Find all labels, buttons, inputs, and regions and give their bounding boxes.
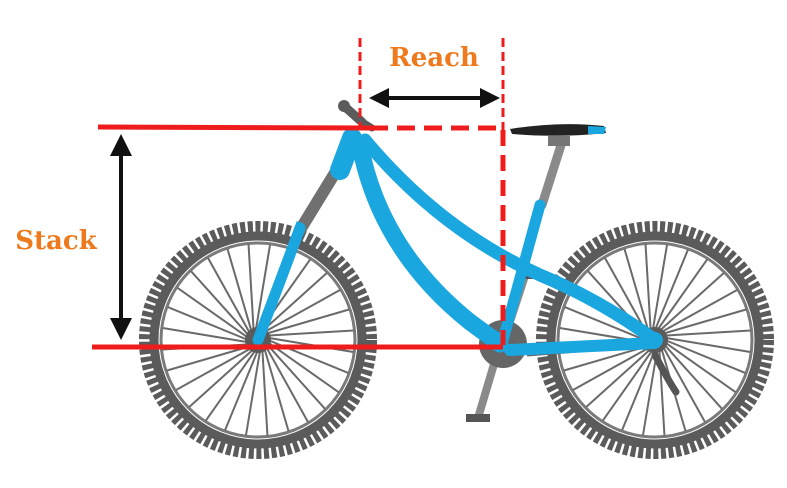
- seat-clamp: [548, 136, 570, 146]
- spoke: [641, 349, 659, 436]
- seatpost-tube: [537, 137, 567, 210]
- saddle-accent: [588, 126, 606, 134]
- spoke: [660, 289, 738, 334]
- reach-arrow: [369, 88, 500, 108]
- spoke: [572, 346, 650, 391]
- spoke: [664, 341, 737, 393]
- spoke: [651, 244, 669, 331]
- spoke: [224, 349, 259, 431]
- stack-label: Stack: [15, 226, 97, 256]
- stack-arrow-bottom-head: [110, 318, 132, 340]
- saddle: [510, 124, 606, 136]
- spoke: [265, 308, 350, 335]
- spoke: [623, 248, 650, 333]
- spoke: [664, 336, 751, 354]
- stack-arrow: [110, 134, 132, 340]
- pedal: [466, 414, 490, 422]
- spoke: [175, 346, 253, 391]
- front-spokes: [162, 244, 354, 436]
- spoke: [663, 343, 723, 410]
- spoke: [663, 329, 751, 337]
- spoke: [661, 345, 706, 423]
- spoke: [207, 257, 252, 335]
- reach-arrow-right-head: [480, 88, 500, 108]
- spoke: [563, 345, 648, 372]
- spoke: [585, 348, 652, 408]
- chainstay: [504, 337, 661, 356]
- head-tube: [330, 128, 362, 180]
- spoke: [261, 272, 328, 332]
- spoke: [656, 258, 708, 331]
- spoke: [267, 341, 340, 393]
- fork: [252, 162, 344, 346]
- top-tube: [358, 133, 662, 347]
- down-tube: [351, 136, 509, 353]
- reach-label: Reach: [389, 43, 479, 73]
- seatpost: [537, 136, 570, 210]
- measurement-lines: [92, 38, 506, 350]
- spoke: [266, 329, 354, 337]
- spoke: [621, 349, 656, 431]
- spoke: [564, 306, 646, 341]
- rear-tire-tread: [536, 221, 774, 459]
- spoke: [658, 272, 725, 332]
- spoke: [176, 287, 249, 339]
- rear-dropout: [647, 332, 663, 348]
- bar-end: [338, 100, 350, 112]
- front-tire: [149, 231, 367, 449]
- rear-wheel: [536, 221, 774, 459]
- spoke: [226, 248, 253, 333]
- rear-rim: [556, 241, 754, 439]
- front-tire-tread: [139, 221, 377, 459]
- spoke: [602, 349, 654, 422]
- spoke: [188, 348, 255, 408]
- spoke: [263, 347, 290, 432]
- reach-arrow-left-head: [369, 88, 389, 108]
- spoke: [190, 270, 250, 337]
- fork-seal: [288, 221, 302, 247]
- spoke: [166, 345, 251, 372]
- spoke: [167, 306, 249, 341]
- rear-spokes: [559, 244, 751, 436]
- fork-lower-leg: [252, 222, 306, 346]
- stack-top-line: [97, 124, 371, 131]
- spoke: [604, 257, 649, 335]
- spoke: [263, 289, 341, 334]
- spoke: [205, 349, 257, 422]
- fork-crown: [294, 162, 344, 236]
- rear-tire: [546, 231, 764, 449]
- spoke: [644, 244, 652, 332]
- spoke: [244, 349, 262, 436]
- stack-arrow-top-head: [110, 134, 132, 156]
- spoke: [261, 348, 269, 436]
- spoke: [162, 326, 249, 344]
- cockpit: [338, 100, 376, 132]
- front-rim: [159, 241, 357, 439]
- spoke: [662, 308, 747, 335]
- spoke: [654, 249, 689, 331]
- spoke: [247, 244, 255, 332]
- spoke: [264, 345, 309, 423]
- spoke: [266, 343, 326, 410]
- spoke: [664, 339, 746, 374]
- seat-tube: [497, 199, 546, 346]
- spoke: [254, 244, 272, 331]
- bike-frame: [330, 128, 662, 356]
- front-wheel: [139, 221, 377, 459]
- rear-derailleur: [651, 351, 680, 396]
